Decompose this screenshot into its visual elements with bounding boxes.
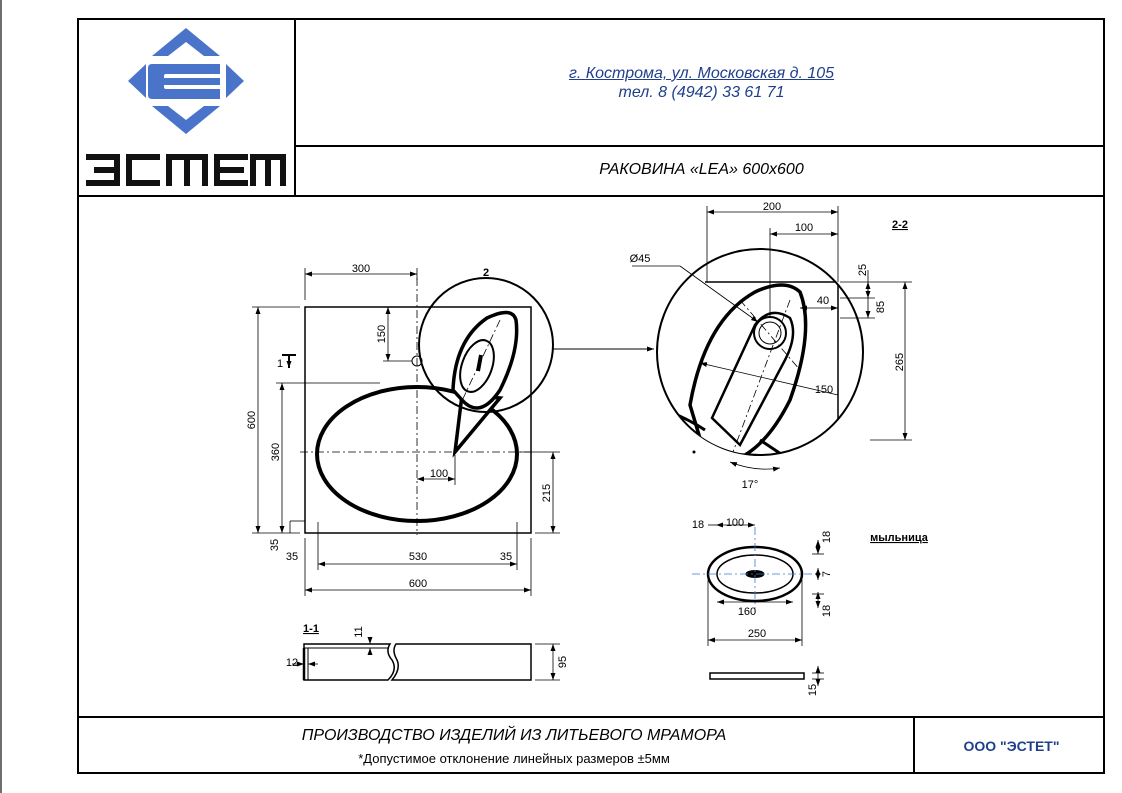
detail-title: 2-2 xyxy=(892,219,908,231)
dim-11: 11 xyxy=(353,626,365,637)
section-view-labels: 1-1 11 12 95 xyxy=(286,623,569,669)
dim-160: 160 xyxy=(738,606,756,618)
dim-25: 25 xyxy=(857,264,869,276)
header-mid-divider xyxy=(295,145,1105,147)
soap-dish-title: мыльница xyxy=(870,532,929,544)
dim-150: 150 xyxy=(376,325,388,343)
dim-diameter-45: Ø45 xyxy=(630,253,651,265)
dim-18-top: 18 xyxy=(821,531,833,543)
dim-600-vertical: 600 xyxy=(246,411,258,429)
footer-production-text: ПРОИЗВОДСТВО ИЗДЕЛИЙ ИЗ ЛИТЬЕВОГО МРАМОР… xyxy=(301,727,727,744)
dim-215: 215 xyxy=(541,484,553,502)
section-mark-arrow xyxy=(282,354,296,368)
tolerance-note: *Допустимое отклонение линейных размеров… xyxy=(358,751,670,766)
dim-18-bottom: 18 xyxy=(821,605,833,617)
dim-530: 530 xyxy=(409,551,427,563)
company-logo xyxy=(86,28,286,186)
detail-mark-2: 2 xyxy=(483,267,489,279)
logo-mark-icon xyxy=(128,28,244,134)
detail-callout-circle xyxy=(418,277,554,413)
dim-600-bottom: 600 xyxy=(409,578,427,590)
footer-company-divider xyxy=(913,716,915,774)
phone-line: тел. 8 (4942) 33 61 71 xyxy=(618,84,785,101)
plan-view xyxy=(252,268,654,596)
section-title: 1-1 xyxy=(303,623,319,635)
dim-35-bottom-right: 35 xyxy=(500,551,512,563)
plan-view-labels: 300 2 600 360 150 1 100 215 35 35 530 35… xyxy=(246,263,553,590)
left-edge-line xyxy=(0,0,2,793)
logo-wordmark xyxy=(86,154,286,186)
company-name: ООО "ЭСТЕТ" xyxy=(963,738,1060,754)
product-title: РАКОВИНА «LEA» 600x600 xyxy=(599,161,804,178)
dim-35-left-vertical: 35 xyxy=(269,539,281,551)
section-view xyxy=(292,637,560,681)
logo-divider xyxy=(294,18,296,196)
dim-12: 12 xyxy=(286,657,298,669)
address-line[interactable]: г. Кострома, ул. Московская д. 105 xyxy=(568,65,835,82)
header-divider xyxy=(77,195,1105,197)
dim-200: 200 xyxy=(763,201,781,213)
detail-view xyxy=(632,206,912,472)
drawing-frame xyxy=(77,18,1105,774)
dim-360: 360 xyxy=(270,443,282,461)
detail-view-labels: 2-2 200 100 Ø45 25 40 85 265 150 17° xyxy=(630,201,908,491)
section-profile xyxy=(303,643,395,681)
soap-dish-labels: мыльница 18 100 18 7 160 18 250 15 xyxy=(692,517,929,696)
dim-100-detail: 100 xyxy=(795,222,813,234)
dim-85: 85 xyxy=(875,301,887,313)
countertop-outline xyxy=(304,306,532,534)
footer-divider xyxy=(77,716,1105,718)
section-mark-1: 1 xyxy=(277,358,283,370)
soap-dish-side-view xyxy=(709,672,805,680)
dim-265: 265 xyxy=(894,353,906,371)
dim-250: 250 xyxy=(748,628,766,640)
dim-150-detail: 150 xyxy=(815,384,833,396)
dim-35-bottom-left: 35 xyxy=(286,551,298,563)
soap-dish-view xyxy=(692,522,824,686)
dim-95: 95 xyxy=(557,656,569,668)
dim-100-soap: 100 xyxy=(726,517,744,529)
detail-circle xyxy=(656,248,864,456)
dim-300: 300 xyxy=(352,263,370,275)
dim-18-left: 18 xyxy=(692,519,704,531)
dim-7: 7 xyxy=(821,571,833,577)
dim-40: 40 xyxy=(817,295,829,307)
dim-angle-17: 17° xyxy=(742,479,759,491)
contact-info: г. Кострома, ул. Московская д. 105 тел. … xyxy=(298,64,1105,102)
dim-100: 100 xyxy=(430,468,448,480)
dim-15: 15 xyxy=(807,684,819,696)
